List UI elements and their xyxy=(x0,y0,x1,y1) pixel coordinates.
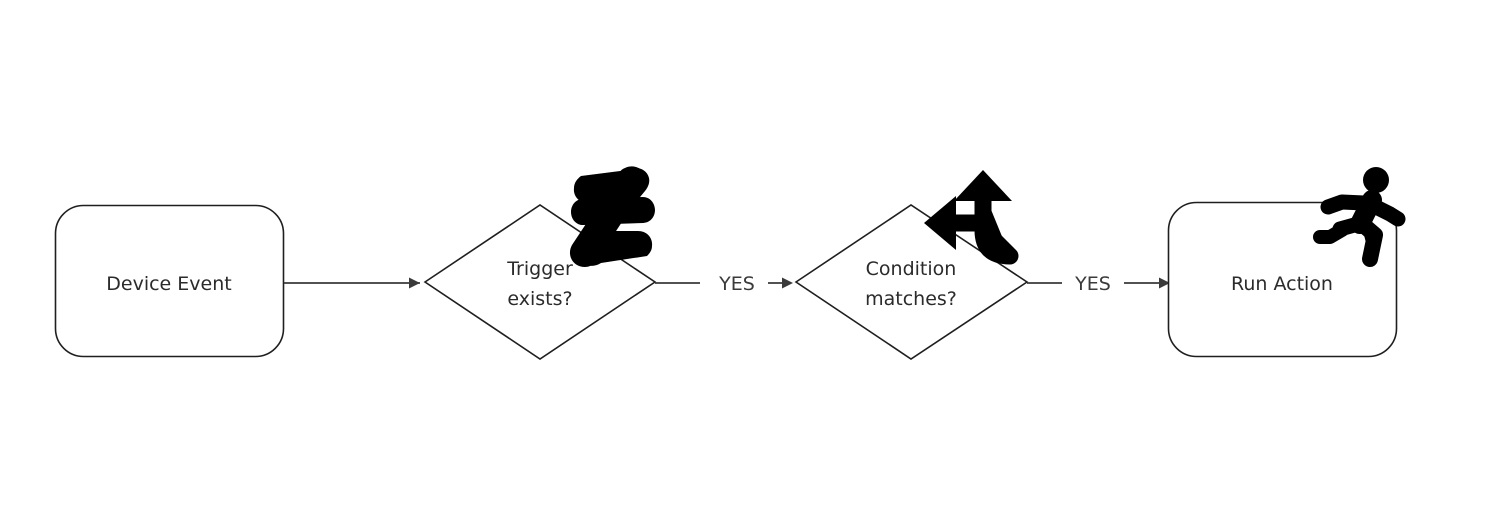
running-person-icon xyxy=(1313,167,1406,267)
edge-condition-to-action-arrowhead xyxy=(1159,277,1170,289)
branch-arrow-icon xyxy=(924,170,1019,265)
edge-trigger-to-condition: YES xyxy=(655,273,793,295)
node-device-event[interactable]: Device Event xyxy=(54,204,285,358)
edge-event-to-trigger xyxy=(284,277,420,289)
run-action-shape[interactable] xyxy=(1167,201,1398,358)
condition-matches-shape[interactable] xyxy=(794,204,1029,360)
condition-matches-label-line1: Condition xyxy=(866,258,957,280)
edge-event-to-trigger-arrowhead xyxy=(409,277,420,289)
node-condition-matches[interactable]: Condition matches? xyxy=(794,170,1029,360)
edge-trigger-to-condition-arrowhead xyxy=(782,277,793,289)
device-event-label: Device Event xyxy=(106,273,231,295)
trigger-exists-shape[interactable] xyxy=(423,204,657,360)
edge-trigger-to-condition-label: YES xyxy=(718,273,755,295)
trigger-exists-label-line2: exists? xyxy=(507,288,572,310)
device-event-shape[interactable] xyxy=(54,204,285,358)
node-run-action[interactable]: Run Action xyxy=(1167,167,1406,358)
condition-matches-label-line2: matches? xyxy=(865,288,957,310)
node-trigger-exists[interactable]: Trigger exists? xyxy=(423,166,657,360)
trigger-exists-label-line1: Trigger xyxy=(506,258,573,280)
edge-condition-to-action: YES xyxy=(1027,273,1170,295)
lightning-bolt-icon xyxy=(569,166,655,268)
edge-condition-to-action-label: YES xyxy=(1074,273,1111,295)
run-action-label: Run Action xyxy=(1231,273,1333,295)
